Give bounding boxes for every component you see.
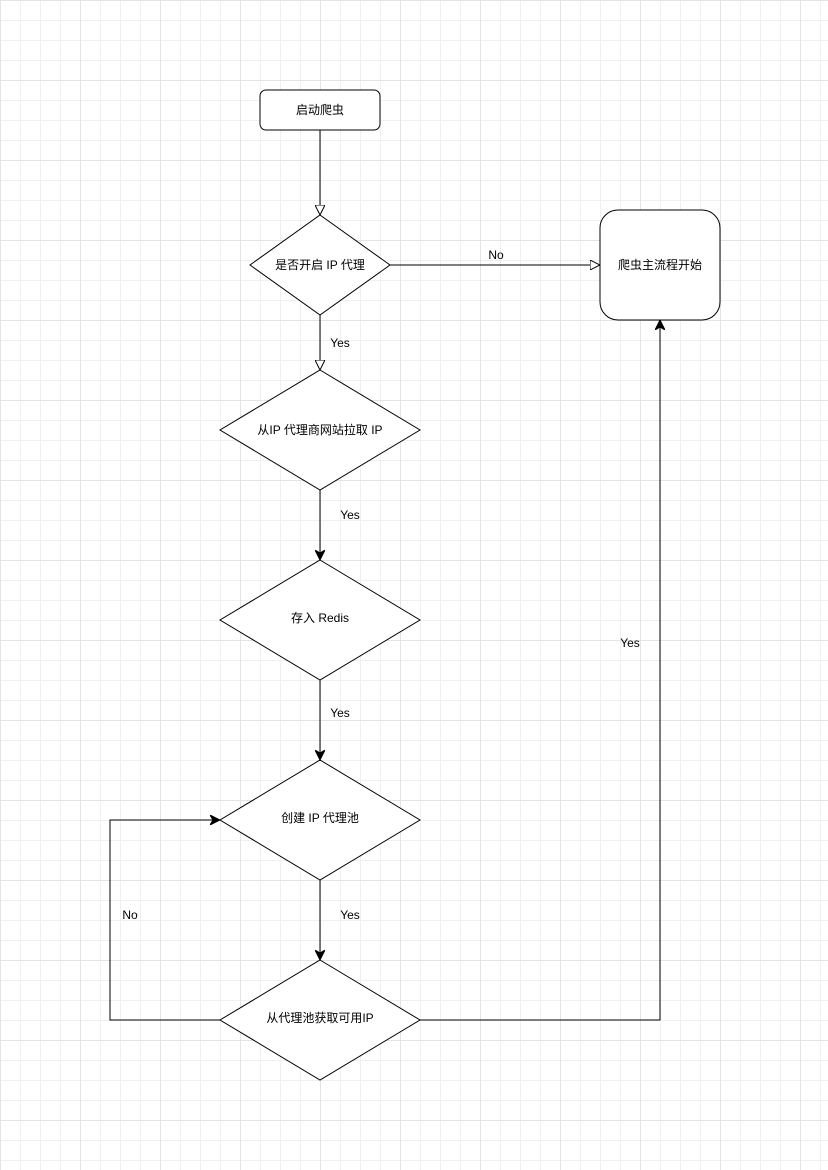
edge-label-no-loop: No [122, 908, 138, 922]
node-ip-proxy-decision-label: 是否开启 IP 代理 [275, 258, 365, 272]
edge-label-yes-to-get: Yes [340, 908, 360, 922]
edge-get-to-pool-no-loop [109, 820, 220, 1021]
edge-label-yes-to-main: Yes [620, 636, 640, 650]
edges [109, 130, 660, 1021]
node-main-flow-label: 爬虫主流程开始 [618, 257, 702, 272]
node-fetch-ip-label: 从IP 代理商网站拉取 IP [257, 422, 382, 437]
node-get-ip[interactable]: 从代理池获取可用IP [219, 959, 421, 1081]
edge-label-no-to-main: No [488, 248, 504, 262]
edge-label-yes-to-store: Yes [340, 508, 360, 522]
edge-label-yes-to-pool: Yes [330, 706, 350, 720]
edge-get-to-main-yes [420, 320, 660, 1021]
edge-labels: No Yes Yes Yes Yes No Yes [122, 248, 639, 922]
node-start[interactable]: 启动爬虫 [259, 89, 381, 131]
edge-label-yes-to-fetch: Yes [330, 336, 350, 350]
node-get-ip-label: 从代理池获取可用IP [266, 1011, 373, 1025]
node-ip-proxy-decision[interactable]: 是否开启 IP 代理 [249, 214, 391, 316]
node-store-redis[interactable]: 存入 Redis [219, 559, 421, 681]
node-store-redis-label: 存入 Redis [291, 611, 349, 625]
node-create-pool[interactable]: 创建 IP 代理池 [219, 759, 421, 881]
node-start-label: 启动爬虫 [296, 103, 344, 117]
node-create-pool-label: 创建 IP 代理池 [281, 811, 359, 825]
node-main-flow[interactable]: 爬虫主流程开始 [599, 209, 721, 321]
node-fetch-ip[interactable]: 从IP 代理商网站拉取 IP [219, 369, 421, 491]
